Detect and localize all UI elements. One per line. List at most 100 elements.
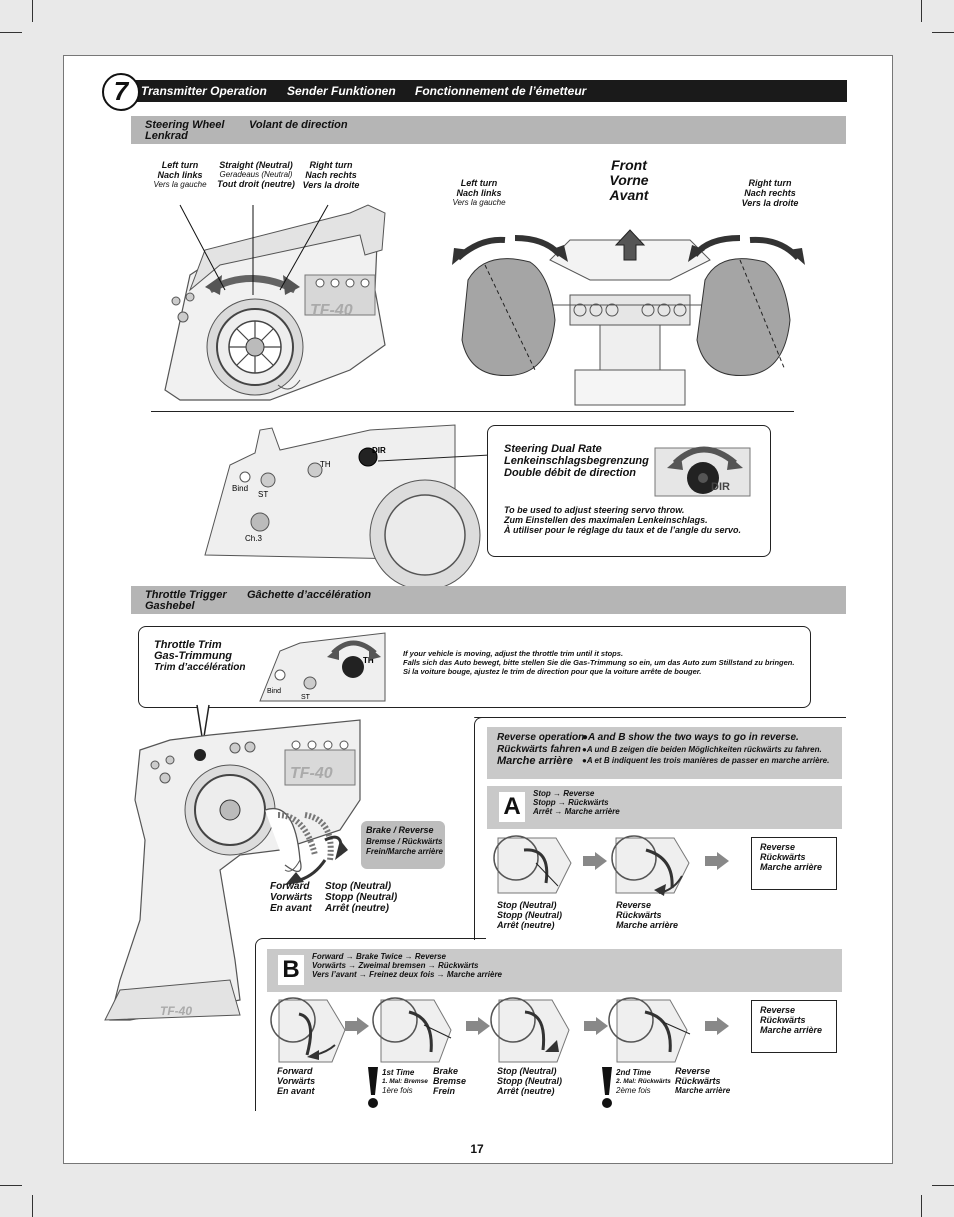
a-seq-en: Stop → Reverse bbox=[533, 789, 595, 798]
throttle-bar-de: Gashebel bbox=[145, 600, 195, 612]
trim-bind-text: Bind bbox=[267, 688, 281, 695]
transmitter-closeup-dir: DIR TH ST Bind Ch.3 bbox=[204, 424, 491, 591]
crop-mark bbox=[32, 0, 33, 22]
brake-reverse-bubble bbox=[361, 821, 445, 869]
car-front-illustration bbox=[452, 229, 805, 406]
front-fr: Avant bbox=[609, 187, 649, 203]
b-result-fr: Marche arrière bbox=[760, 1025, 823, 1035]
stop-de: Stopp (Neutral) bbox=[325, 892, 398, 903]
b-trigger-reverse bbox=[608, 997, 691, 1063]
dual-rate-desc-fr: À utiliser pour le réglage du taux et de… bbox=[504, 525, 742, 535]
front-de: Vorne bbox=[609, 172, 649, 188]
a-arrow-1 bbox=[583, 852, 607, 870]
b-seq-de: Vorwärts → Zweimal bremsen → Rückwärts bbox=[312, 961, 479, 970]
b-panel bbox=[267, 949, 842, 992]
b-arrow-3 bbox=[584, 1017, 608, 1035]
brake-reverse-fr: Frein/Marche arrière bbox=[366, 847, 443, 856]
a-result-en: Reverse bbox=[760, 842, 796, 852]
header-title-fr: Fonctionnement de l’émetteur bbox=[415, 84, 587, 98]
a-stop-en: Stop (Neutral) bbox=[497, 900, 557, 910]
b-result-box bbox=[751, 1000, 837, 1053]
b-second-de: 2. Mal: Rückwärts bbox=[616, 1078, 671, 1085]
left-turn-label: Left turn Nach links Vers la gauche bbox=[146, 160, 214, 189]
stop-label: Stop (Neutral) Stopp (Neutral) Arrêt (ne… bbox=[325, 881, 397, 914]
straight-en: Straight (Neutral) bbox=[219, 160, 293, 170]
dual-rate-desc-en: To be used to adjust steering servo thro… bbox=[504, 505, 685, 515]
bind-text: Bind bbox=[232, 484, 248, 493]
trim-desc-de: Falls sich das Auto bewegt, bitte stelle… bbox=[403, 658, 795, 667]
a-result-de: Rückwärts bbox=[760, 852, 806, 862]
front-en: Front bbox=[611, 157, 647, 173]
th-text: TH bbox=[320, 460, 331, 469]
transmitter-steering-illustration: TF-40 bbox=[164, 204, 386, 401]
a-trigger-stop bbox=[493, 835, 572, 894]
reverse-label-en: Reverse operation bbox=[497, 732, 585, 743]
dir-knob-text: DIR bbox=[711, 481, 730, 493]
section-header bbox=[118, 80, 847, 102]
b-result-en: Reverse bbox=[760, 1005, 796, 1015]
exclamation-icon bbox=[368, 1067, 378, 1108]
forward-fr: En avant bbox=[270, 903, 312, 914]
throttle-bar-en: Throttle Trigger bbox=[145, 589, 227, 601]
car-left-en: Left turn bbox=[460, 178, 498, 188]
a-reverse-de: Rückwärts bbox=[616, 910, 662, 920]
crop-mark bbox=[921, 0, 922, 22]
brake-reverse-en: Brake / Reverse bbox=[366, 825, 434, 835]
forward-label: Forward Vorwärts En avant bbox=[270, 881, 312, 914]
steering-bar-de: Lenkrad bbox=[145, 130, 188, 142]
trim-st-text: ST bbox=[301, 694, 311, 701]
b-arrow-4 bbox=[705, 1017, 729, 1035]
b-forward-fr: En avant bbox=[277, 1086, 315, 1096]
car-left-de: Nach links bbox=[456, 188, 502, 198]
b-forward-en: Forward bbox=[277, 1066, 313, 1076]
step-number-circle bbox=[102, 73, 140, 111]
b-forward-label: Forward Vorwärts En avant bbox=[277, 1066, 315, 1096]
right-turn-en: Right turn bbox=[309, 160, 353, 170]
b-reverse-en: Reverse bbox=[675, 1066, 711, 1076]
crop-mark bbox=[932, 1185, 954, 1186]
car-right-label: Right turn Nach rechts Vers la droite bbox=[734, 178, 806, 208]
b-trigger-stop bbox=[490, 997, 570, 1063]
b-brake-fr: Frein bbox=[433, 1086, 456, 1096]
step-number: 7 bbox=[113, 76, 129, 106]
b-arrow-2 bbox=[466, 1017, 490, 1035]
tf40-logo: TF-40 bbox=[310, 302, 353, 319]
car-right-de: Nach rechts bbox=[744, 188, 796, 198]
car-right-en: Right turn bbox=[748, 178, 792, 188]
b-second-en: 2nd Time bbox=[616, 1068, 651, 1077]
straight-de: Geradeaus (Neutral) bbox=[219, 170, 293, 179]
page-number: 17 bbox=[470, 1142, 484, 1156]
trim-title-en: Throttle Trim bbox=[154, 639, 222, 651]
reverse-note-fr: ●A et B indiquent les trois manières de … bbox=[582, 756, 830, 765]
trim-title-fr: Trim d’accélération bbox=[154, 662, 246, 673]
a-panel bbox=[487, 786, 842, 829]
tf40-throttle-logo: TF-40 bbox=[290, 765, 333, 782]
front-label: Front Vorne Avant bbox=[596, 158, 662, 203]
steering-section-bar bbox=[131, 116, 846, 144]
b-seq-fr: Vers l’avant → Freinez deux fois → March… bbox=[312, 970, 502, 979]
car-right-fr: Vers la droite bbox=[741, 198, 799, 208]
dir-knob-illustration: DIR bbox=[654, 446, 751, 497]
a-seq-de: Stopp → Rückwärts bbox=[533, 798, 609, 807]
b-forward-de: Vorwärts bbox=[277, 1076, 316, 1086]
b-result-de: Rückwärts bbox=[760, 1015, 806, 1025]
reverse-label-de: Rückwärts fahren bbox=[497, 744, 581, 755]
b-stop-fr: Arrêt (neutre) bbox=[497, 1086, 555, 1096]
th-knob-illustration: Bind ST TH bbox=[259, 632, 386, 702]
trim-desc-fr: Si la voiture bouge, ajustez le trim de … bbox=[403, 667, 702, 676]
b-brake-en: Brake bbox=[433, 1066, 459, 1076]
ch3-text: Ch.3 bbox=[245, 534, 262, 543]
section-divider bbox=[151, 411, 794, 412]
brake-reverse-de: Bremse / Rückwärts bbox=[366, 837, 443, 846]
header-title-de: Sender Funktionen bbox=[287, 84, 396, 98]
steering-bar-en: Steering Wheel bbox=[145, 119, 225, 131]
left-turn-en: Left turn bbox=[161, 160, 199, 170]
tf40-base-logo: TF-40 bbox=[160, 1004, 192, 1018]
b-reverse-de: Rückwärts bbox=[675, 1076, 721, 1086]
dual-rate-desc-de: Zum Einstellen des maximalen Lenkeinschl… bbox=[504, 515, 708, 525]
throttle-trim-callout bbox=[138, 626, 811, 708]
trim-title-de: Gas-Trimmung bbox=[154, 650, 233, 662]
b-first-label: 1st Time 1. Mal: Bremse 1ère fois bbox=[382, 1068, 428, 1095]
a-reverse-en: Reverse bbox=[616, 900, 652, 910]
crop-mark bbox=[921, 1195, 922, 1217]
